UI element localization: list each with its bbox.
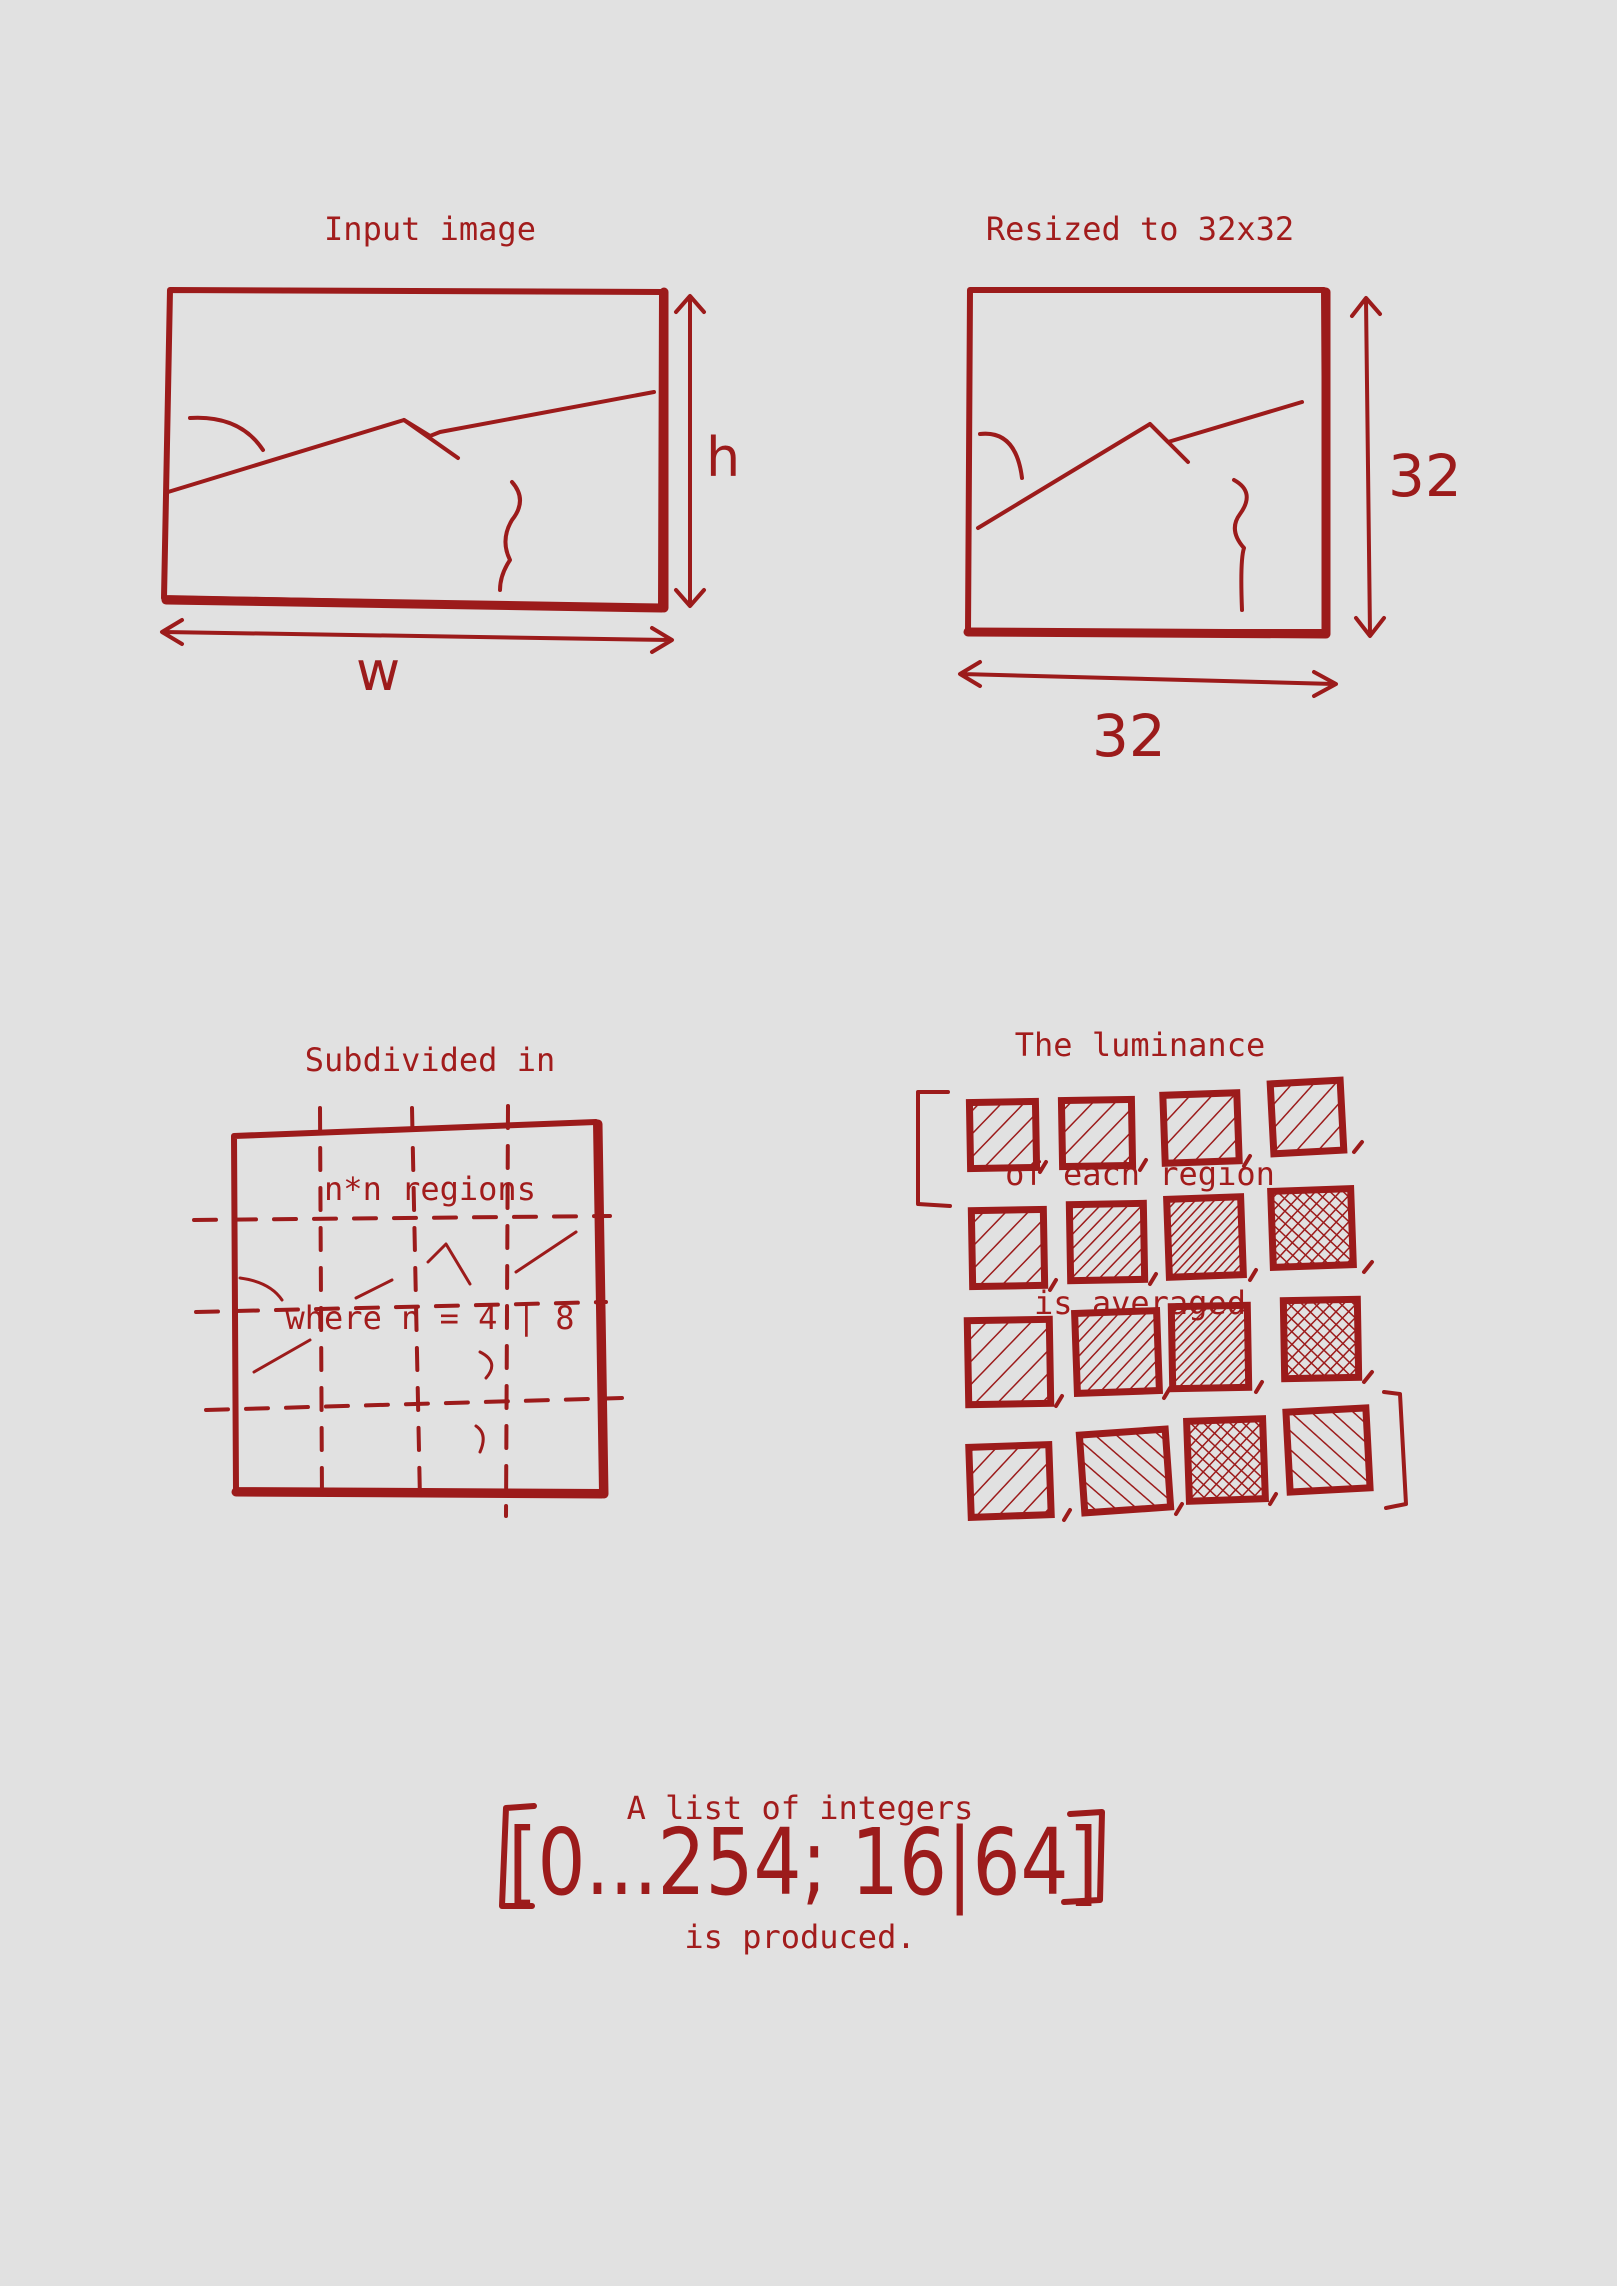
frame-shadow: [963, 287, 1331, 639]
grid-sketch-remnants: [238, 1230, 578, 1454]
region-square: [1065, 1199, 1149, 1285]
result-list-sketch: [0...254; 16|64]: [499, 1803, 1105, 1916]
region-square: [1282, 1404, 1374, 1496]
input-image-frame: [161, 287, 665, 611]
height-label: h: [706, 426, 740, 489]
horizon-line: [514, 1230, 578, 1274]
horizon-line: [354, 1278, 394, 1300]
mountain-peak: [426, 1242, 472, 1286]
region-square: [963, 1315, 1055, 1409]
tree-trunk: [498, 480, 522, 592]
resized-caption: Resized to 32x32: [985, 210, 1295, 248]
grid-line-horizontal: [204, 1396, 624, 1412]
width-arrow: [958, 660, 1338, 698]
grid-line-horizontal: [192, 1214, 612, 1222]
result-caption-line: is produced.: [684, 1918, 916, 1956]
luminance-caption-line: The luminance: [1014, 1026, 1266, 1064]
mountain-slope: [402, 418, 460, 460]
width-label: 32: [1092, 702, 1166, 770]
frame-shadow: [231, 1119, 609, 1499]
result-formula: [0...254; 16|64]: [508, 1809, 1098, 1916]
sun-arc: [978, 431, 1024, 480]
grid-line-vertical: [504, 1104, 510, 1518]
horizon-line: [252, 1338, 312, 1374]
subdivided-grid-sketch: [192, 1104, 624, 1518]
region-square: [965, 1097, 1041, 1173]
result-caption-line: A list of integers: [626, 1789, 974, 1827]
right-bracket: [1382, 1390, 1408, 1510]
resized-image-sketch: 32 32: [958, 287, 1462, 770]
region-square: [967, 1205, 1049, 1291]
result-close-bracket: [1061, 1809, 1105, 1905]
region-square: [1266, 1076, 1348, 1158]
result-caption: A list of integers is produced.: [500, 1701, 1100, 2002]
grid-line-horizontal: [194, 1300, 608, 1314]
separator-ticks: [1038, 1140, 1374, 1522]
region-square: [1057, 1095, 1137, 1171]
input-image-sketch: h w: [160, 287, 740, 703]
input-image-caption: Input image: [324, 210, 536, 248]
grid-line-vertical: [318, 1106, 324, 1502]
resized-image-frame: [965, 287, 1329, 635]
tree-trunk: [1232, 478, 1249, 612]
subdivided-caption-line: Subdivided in: [304, 1041, 556, 1079]
width-arrow: [160, 618, 674, 654]
sun-arc: [188, 415, 265, 452]
region-square: [1267, 1185, 1357, 1271]
region-square: [965, 1441, 1055, 1521]
height-arrow: [1350, 296, 1386, 638]
region-square: [1163, 1193, 1247, 1281]
left-bracket: [916, 1090, 952, 1208]
region-square: [1279, 1295, 1363, 1383]
grid-lines: [192, 1104, 624, 1518]
region-square: [1159, 1089, 1243, 1167]
frame-shadow: [161, 287, 669, 613]
region-square: [1075, 1425, 1175, 1517]
region-square: [1183, 1415, 1269, 1505]
sun-arc: [238, 1276, 284, 1302]
tree-trunk: [474, 1350, 494, 1454]
result-open-bracket: [499, 1803, 537, 1909]
horizon-line: [976, 400, 1304, 530]
horizon-line: [166, 390, 656, 494]
region-square: [1071, 1306, 1163, 1398]
width-label: w: [356, 640, 400, 703]
subdivided-caption-line: n*n regions: [324, 1170, 536, 1208]
height-arrow: [674, 294, 706, 608]
luminance-grid-sketch: [916, 1076, 1408, 1522]
region-square: [1167, 1301, 1253, 1393]
grid-line-vertical: [410, 1106, 422, 1502]
height-label: 32: [1388, 442, 1462, 510]
mountain-slope: [1148, 422, 1190, 464]
